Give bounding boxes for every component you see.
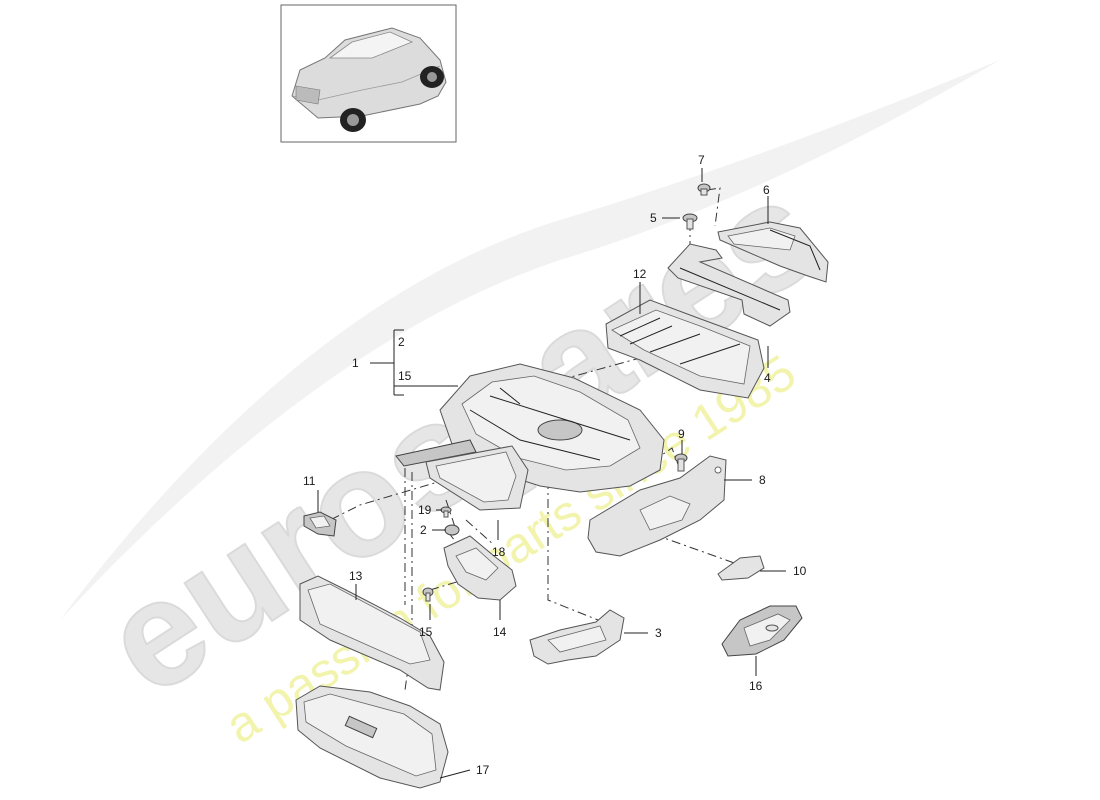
leader-lines: [317, 168, 786, 779]
callout-17[interactable]: 17: [476, 763, 490, 777]
callout-16[interactable]: 16: [749, 679, 763, 693]
part-5-screw[interactable]: [682, 213, 698, 230]
part-13-front-cover[interactable]: [299, 575, 445, 691]
callout-9[interactable]: 9: [678, 427, 685, 441]
callout-10[interactable]: 10: [793, 564, 807, 578]
callout-2[interactable]: 2: [420, 523, 427, 537]
callout-11[interactable]: 11: [303, 474, 316, 488]
part-17-front-trim[interactable]: [295, 685, 449, 789]
vehicle-thumbnail: [280, 4, 457, 143]
part-11-clip[interactable]: [303, 511, 337, 537]
callout-4[interactable]: 4: [764, 371, 771, 385]
callout-12[interactable]: 12: [633, 267, 647, 281]
callout-5[interactable]: 5: [650, 211, 657, 225]
assembly-lines: [329, 187, 741, 691]
part-12-frame[interactable]: [605, 299, 765, 399]
part-1-seat-frame[interactable]: [395, 363, 665, 511]
callout-14[interactable]: 14: [493, 625, 507, 639]
part-19-screw[interactable]: [440, 506, 452, 518]
part-7-screw[interactable]: [697, 183, 711, 196]
part-10-cover[interactable]: [717, 555, 765, 581]
callout-3[interactable]: 3: [655, 626, 662, 640]
callout-18[interactable]: 18: [492, 545, 506, 559]
callout-15-upper[interactable]: 15: [398, 369, 412, 383]
callout-6[interactable]: 6: [763, 183, 770, 197]
part-2-grommet[interactable]: [444, 524, 460, 536]
car-icon: [291, 27, 447, 132]
callout-13[interactable]: 13: [349, 569, 363, 583]
part-9-screw[interactable]: [674, 453, 688, 472]
part-6-trim[interactable]: [717, 221, 829, 283]
callout-1[interactable]: 1: [352, 356, 359, 370]
callout-15[interactable]: 15: [419, 625, 433, 639]
part-15-screw[interactable]: [422, 587, 434, 602]
part-4-bracket[interactable]: [667, 243, 791, 327]
callout-7[interactable]: 7: [698, 153, 705, 167]
part-3-bracket[interactable]: [529, 609, 625, 665]
callout-19[interactable]: 19: [418, 503, 432, 517]
callout-2-upper[interactable]: 2: [398, 335, 405, 349]
callout-labels: 1 2 15 2 3 4 5 6 7 8 9 10 11 12 13 14 15…: [303, 153, 807, 777]
part-14-bracket[interactable]: [443, 535, 517, 601]
part-16-switch-cover[interactable]: [721, 605, 803, 657]
part-8-side-panel[interactable]: [587, 455, 727, 557]
callout-8[interactable]: 8: [759, 473, 766, 487]
